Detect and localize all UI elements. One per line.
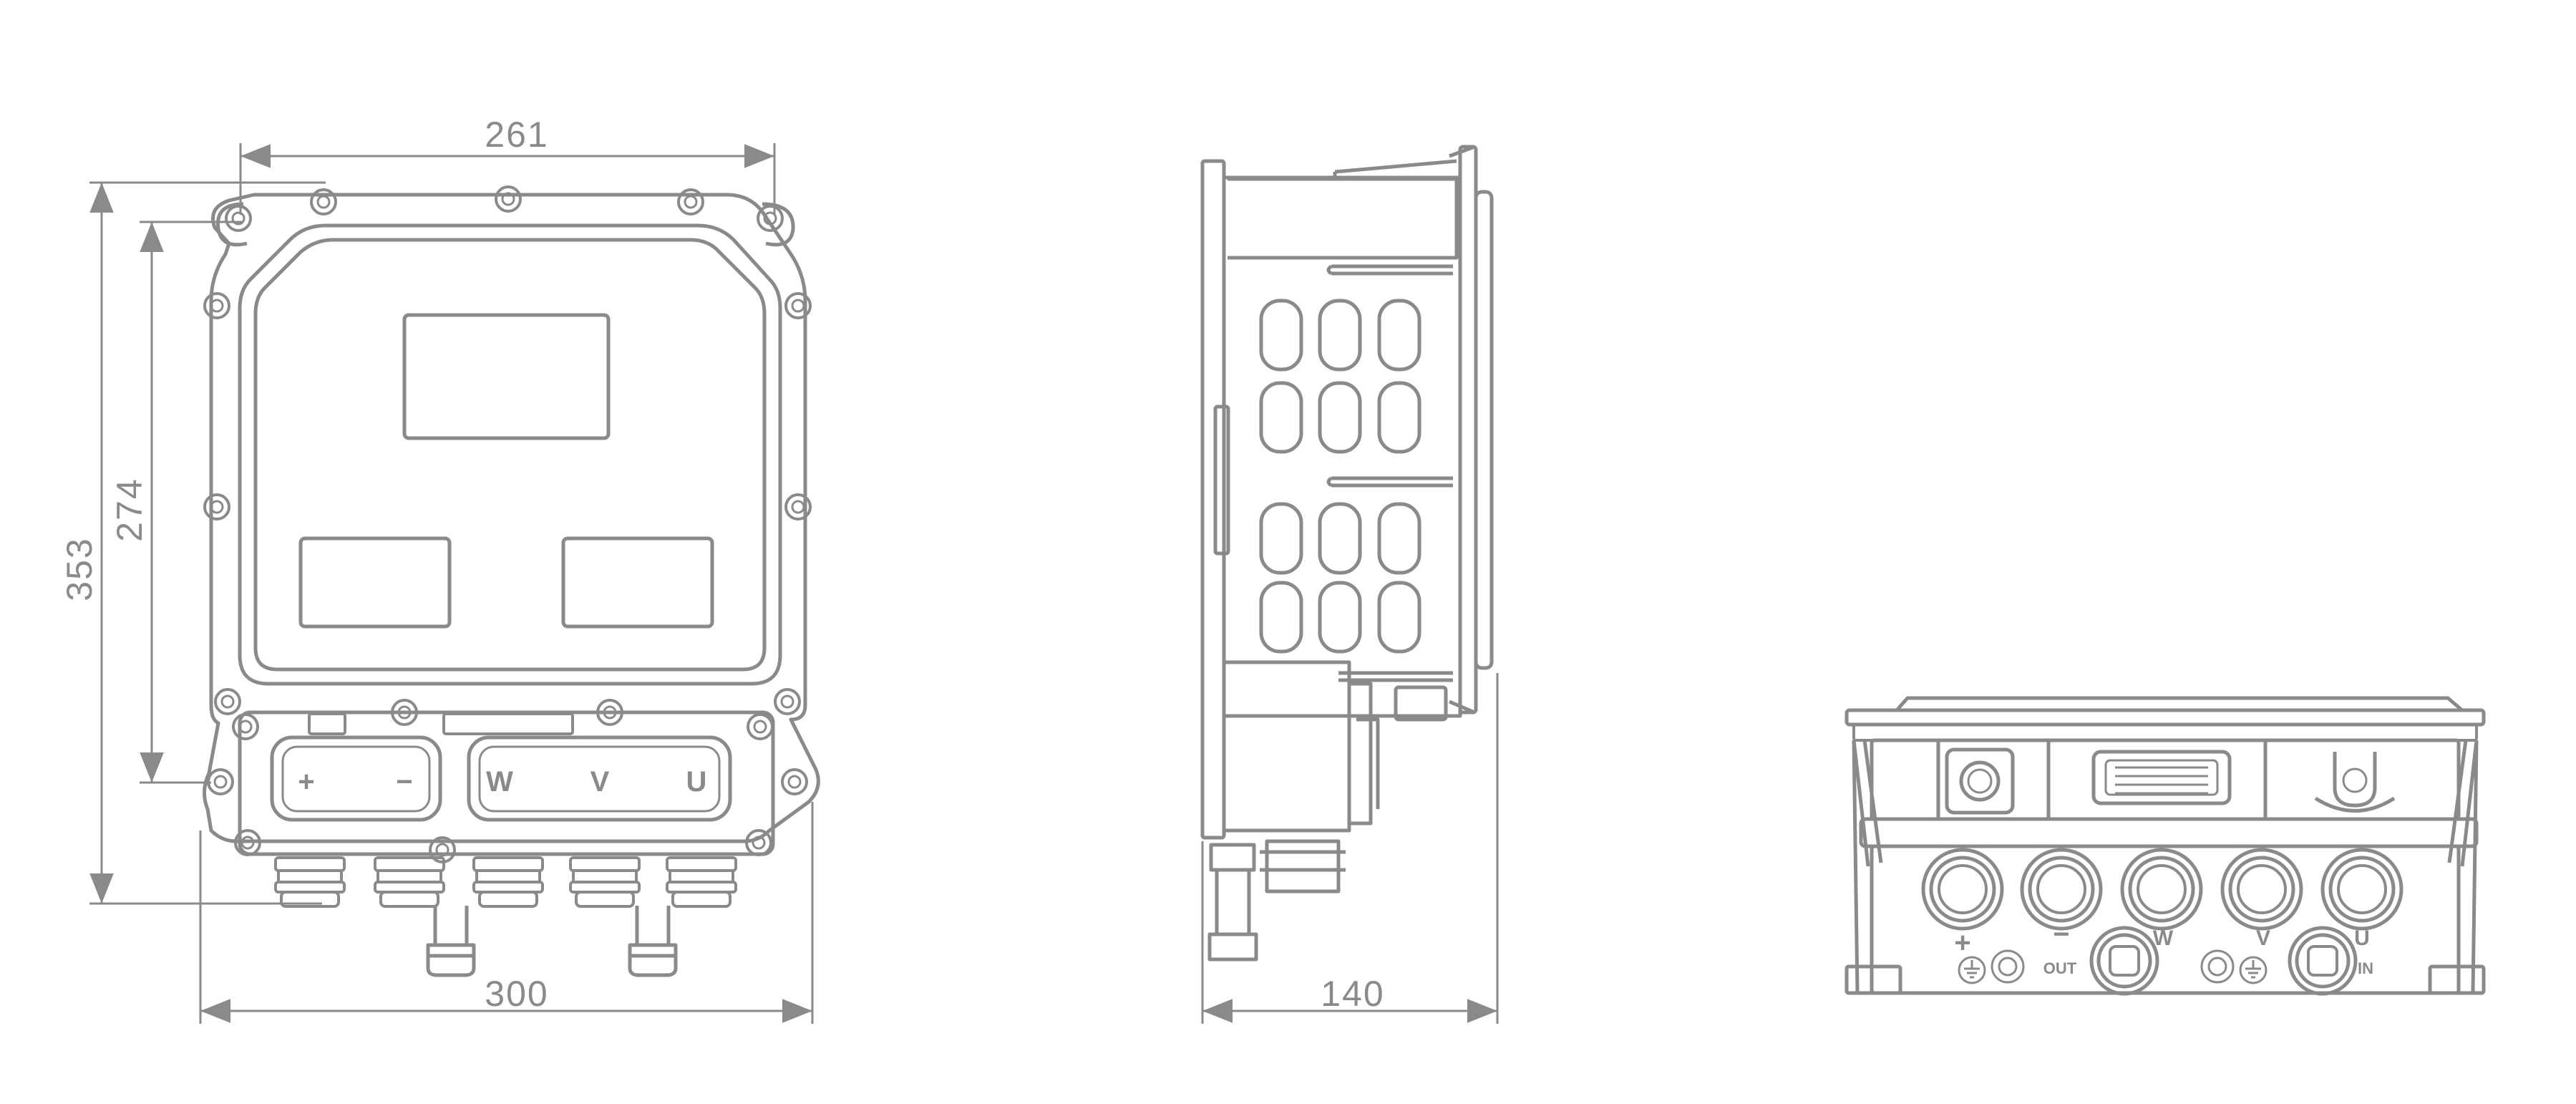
bottom-foot-right — [2428, 964, 2486, 995]
dim-261: 261 — [485, 115, 548, 155]
front-terminal-labels: + − W V U — [298, 766, 706, 798]
front-ear-left — [215, 202, 248, 247]
front-lid-outer — [238, 223, 782, 686]
bottom-signal-pins — [2115, 766, 2208, 795]
side-flange — [1458, 145, 1478, 715]
front-coolant-pipe-left — [426, 906, 476, 977]
side-rib-bottom — [1338, 671, 1453, 682]
bottom-flange-plate — [1859, 817, 2479, 848]
side-view — [1200, 145, 1494, 962]
front-window-right — [561, 536, 714, 629]
front-terminal-box-pm — [270, 735, 442, 822]
side-bottom-pipe — [1207, 843, 1258, 962]
bottom-view — [1844, 696, 2486, 996]
front-window-top — [402, 313, 611, 440]
dim-353: 353 — [59, 537, 99, 601]
side-lower-inner — [1349, 682, 1380, 825]
front-label-v: V — [590, 766, 610, 798]
side-dimensions — [1201, 673, 1499, 1024]
bottom-hook — [2314, 752, 2396, 813]
bottom-signal-connector-inner — [2104, 759, 2219, 796]
bottom-label-w: W — [2153, 926, 2174, 950]
front-label-w: W — [486, 766, 513, 798]
front-label-u: U — [686, 766, 707, 798]
side-cooling-slots — [1261, 301, 1419, 652]
bottom-bracket-right — [2447, 740, 2479, 992]
bottom-lid-cap — [1895, 696, 2464, 712]
bottom-square-fitting — [1945, 747, 2015, 815]
side-flange-cap — [1449, 145, 1475, 715]
bottom-ground-icon-left — [1958, 949, 2025, 984]
bottom-label-u: U — [2354, 926, 2370, 950]
bottom-coolant-in — [2288, 926, 2358, 996]
front-terminal-box-pm-inner — [281, 745, 431, 813]
bottom-coolant-out — [2089, 926, 2159, 996]
bottom-label-v: V — [2256, 926, 2270, 950]
bottom-lid-top — [1844, 708, 2486, 727]
side-rib-mid — [1326, 476, 1453, 488]
side-rib-top — [1326, 264, 1453, 276]
bottom-signal-connector — [2091, 750, 2232, 805]
front-connector-tab — [308, 712, 346, 735]
bottom-ground-icon-right — [2200, 949, 2268, 984]
dim-140: 140 — [1321, 974, 1384, 1014]
side-top-box — [1228, 177, 1459, 260]
bottom-view-labels: + − W V U OUT IN — [1954, 919, 2373, 977]
side-top-bracket — [1333, 159, 1457, 178]
front-lid-inner — [253, 238, 767, 672]
front-ear-right — [762, 202, 795, 247]
front-cable-glands — [276, 858, 736, 906]
bottom-lid-band — [1852, 723, 2478, 742]
bottom-label-minus: − — [2053, 919, 2069, 950]
front-dimensions — [89, 143, 814, 1024]
front-housing-outline — [203, 193, 820, 843]
side-back-plate — [1200, 159, 1226, 840]
dim-274: 274 — [110, 478, 150, 541]
bottom-square-fitting-hole — [1959, 760, 2001, 802]
side-left-strip — [1213, 405, 1230, 556]
bottom-label-out: OUT — [2043, 959, 2077, 977]
front-terminal-box-wvu — [467, 735, 732, 822]
side-bottom-gland — [1260, 839, 1346, 894]
bottom-ports — [1923, 850, 2401, 929]
side-connector — [1394, 685, 1448, 722]
bottom-label-plus: + — [1954, 927, 1970, 959]
front-coolant-pipe-right — [628, 906, 678, 977]
bottom-label-in: IN — [2358, 959, 2373, 977]
front-terminal-box-wvu-inner — [478, 745, 721, 813]
front-connector-strip — [442, 712, 574, 735]
bottom-foot-left — [1844, 964, 1902, 995]
side-lower-box — [1224, 660, 1351, 833]
bottom-bracket-left — [1852, 740, 1883, 992]
front-window-left — [298, 536, 452, 629]
front-label-plus: + — [298, 766, 314, 798]
side-flange-outer — [1474, 190, 1494, 670]
front-view — [203, 187, 820, 977]
front-label-minus: − — [396, 766, 412, 798]
dim-300: 300 — [485, 974, 548, 1014]
